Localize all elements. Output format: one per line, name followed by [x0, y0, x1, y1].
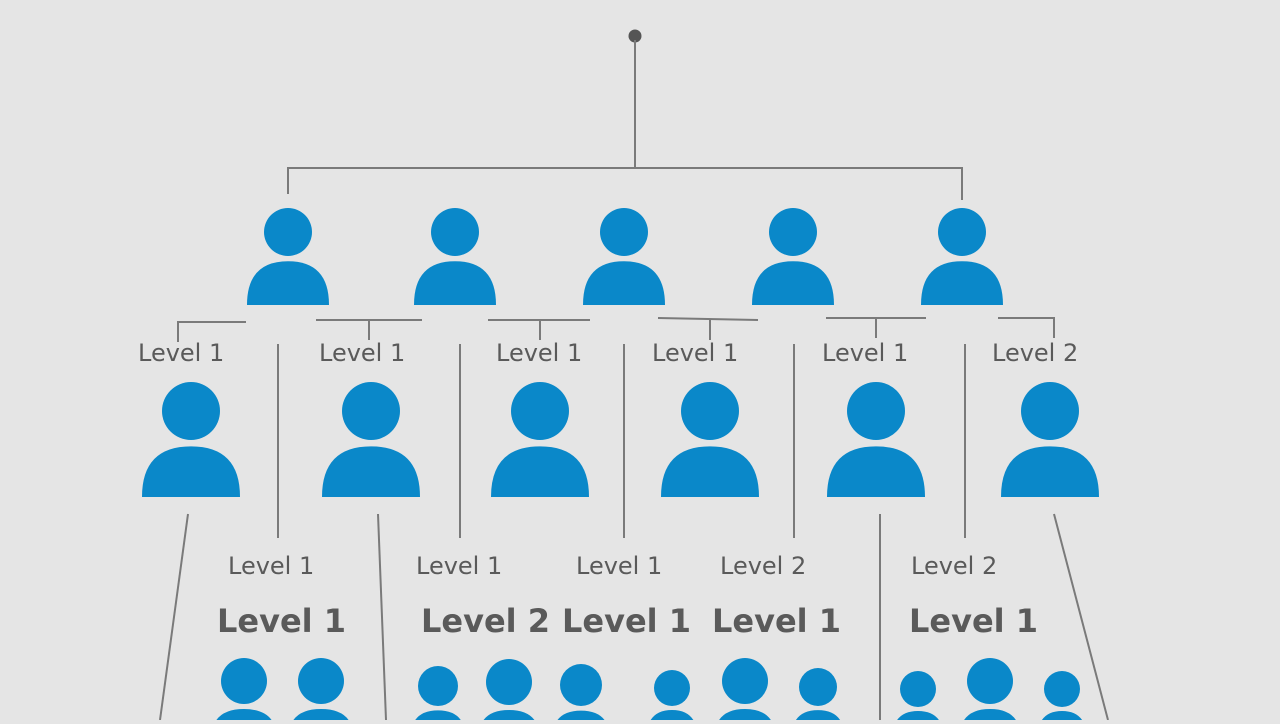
- level-label: Level 2: [720, 552, 806, 580]
- person-icon: [142, 382, 240, 497]
- person-icon: [894, 671, 942, 724]
- level-label: Level 1: [652, 339, 738, 367]
- level-label: Level 1: [822, 339, 908, 367]
- root-node: [628, 29, 642, 43]
- person-icon: [291, 658, 351, 724]
- people-icons: [142, 208, 1099, 724]
- connector-line: [287, 167, 963, 200]
- person-icon: [717, 658, 773, 724]
- person-icon: [752, 208, 834, 305]
- level-label: Level 1: [319, 339, 405, 367]
- level-heading: Level 1: [217, 602, 346, 640]
- level-label: Level 1: [416, 552, 502, 580]
- level-label: Level 2: [911, 552, 997, 580]
- person-icon: [583, 208, 665, 305]
- person-icon: [414, 208, 496, 305]
- connector-line: [377, 513, 387, 721]
- row1-labels: Level 1 Level 1 Level 1 Level 1 Level 1 …: [138, 339, 1078, 367]
- connector-line: [177, 321, 246, 342]
- level-heading: Level 1: [909, 602, 1038, 640]
- person-icon: [481, 659, 537, 724]
- person-icon: [648, 670, 696, 724]
- level-label: Level 1: [496, 339, 582, 367]
- row3-labels: Level 1 Level 2 Level 1 Level 1 Level 1: [217, 602, 1038, 640]
- person-icon: [413, 666, 463, 724]
- person-icon: [555, 664, 607, 724]
- level-label: Level 1: [138, 339, 224, 367]
- level-label: Level 1: [228, 552, 314, 580]
- level-label: Level 2: [992, 339, 1078, 367]
- connector-line: [998, 317, 1055, 338]
- person-icon: [962, 658, 1018, 724]
- level-label: Level 1: [576, 552, 662, 580]
- person-icon: [661, 382, 759, 497]
- person-icon: [214, 658, 274, 724]
- person-icon: [921, 208, 1003, 305]
- row2-labels: Level 1 Level 1 Level 1 Level 2 Level 2: [228, 552, 997, 580]
- level-heading: Level 1: [712, 602, 841, 640]
- person-icon: [247, 208, 329, 305]
- person-icon: [322, 382, 420, 497]
- person-icon: [1039, 671, 1085, 724]
- person-icon: [793, 668, 843, 724]
- connector-lines: [159, 29, 1109, 721]
- connector-line: [657, 317, 759, 321]
- connector-line: [159, 513, 189, 721]
- person-icon: [1001, 382, 1099, 497]
- connector-line: [1053, 513, 1109, 721]
- level-heading: Level 2: [421, 602, 550, 640]
- person-icon: [827, 382, 925, 497]
- level-heading: Level 1: [562, 602, 691, 640]
- person-icon: [491, 382, 589, 497]
